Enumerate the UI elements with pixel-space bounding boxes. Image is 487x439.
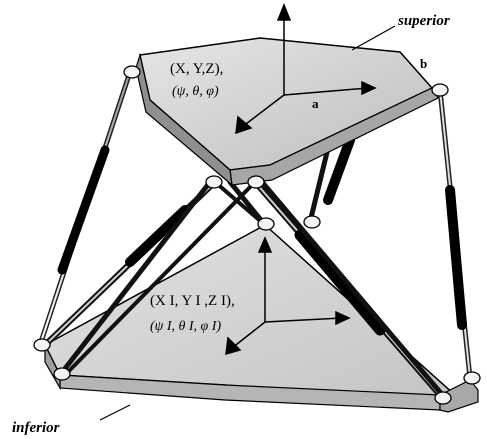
actuator-mid-a bbox=[125, 205, 190, 267]
actuator-mid-b bbox=[294, 229, 386, 336]
leg-mid-f bbox=[63, 180, 257, 377]
superior-leader-line bbox=[351, 25, 396, 51]
joint-upper-right bbox=[431, 83, 449, 97]
legs-rear bbox=[37, 69, 473, 381]
joint-lower-front-right bbox=[434, 391, 452, 405]
edge-a-label: a bbox=[312, 96, 319, 111]
joint-lower-front-left bbox=[53, 367, 71, 381]
lower-x-axis bbox=[264, 317, 343, 323]
actuator-rear-right bbox=[445, 185, 467, 330]
lower-frame-axes bbox=[225, 236, 351, 356]
legs-middle bbox=[42, 135, 443, 398]
lower-y-axis bbox=[231, 321, 266, 349]
upper-y-axis bbox=[241, 94, 285, 128]
leg-mid-e bbox=[213, 180, 267, 227]
leg-front-right bbox=[259, 179, 448, 401]
joint-upper-left bbox=[123, 65, 141, 79]
upper-z-arrow-icon bbox=[276, 2, 292, 21]
legs-front bbox=[57, 179, 448, 401]
leader-lines bbox=[99, 25, 396, 421]
inferior-platform bbox=[44, 224, 479, 413]
lower-z-arrow-icon bbox=[257, 236, 273, 253]
superior-platform-top bbox=[139, 37, 434, 171]
leg-mid-d bbox=[307, 137, 333, 225]
superior-platform bbox=[135, 37, 439, 187]
joints bbox=[33, 65, 481, 405]
actuator-mid-d bbox=[323, 135, 355, 205]
upper-position-label: (X, Y,Z), bbox=[170, 61, 223, 77]
upper-x-axis bbox=[283, 87, 369, 96]
inferior-label: inferior bbox=[12, 420, 60, 436]
lower-x-arrow-icon bbox=[335, 310, 351, 326]
inferior-leader-line bbox=[99, 404, 131, 421]
upper-y-arrow-icon bbox=[235, 115, 253, 135]
joint-lower-mid bbox=[303, 215, 321, 229]
upper-orientation-label: (ψ, θ, φ) bbox=[172, 84, 219, 99]
actuator-rear-left bbox=[57, 145, 110, 275]
joint-upper-front-a bbox=[205, 175, 223, 189]
upper-x-arrow-icon bbox=[361, 80, 377, 96]
lower-position-label: (X I, Y I ,Z I), bbox=[150, 293, 235, 309]
edge-b-label: b bbox=[420, 56, 427, 71]
superior-label: superior bbox=[397, 13, 450, 29]
joint-lower-right bbox=[463, 371, 481, 385]
joint-upper-front-b bbox=[247, 175, 265, 189]
lower-orientation-label: (ψ I, θ I, φ I) bbox=[150, 319, 221, 334]
joint-lower-left bbox=[33, 338, 51, 352]
upper-frame-axes bbox=[235, 2, 377, 135]
leg-front-left bbox=[57, 179, 213, 378]
joint-lower-back bbox=[257, 217, 275, 231]
lower-y-arrow-icon bbox=[225, 336, 242, 356]
